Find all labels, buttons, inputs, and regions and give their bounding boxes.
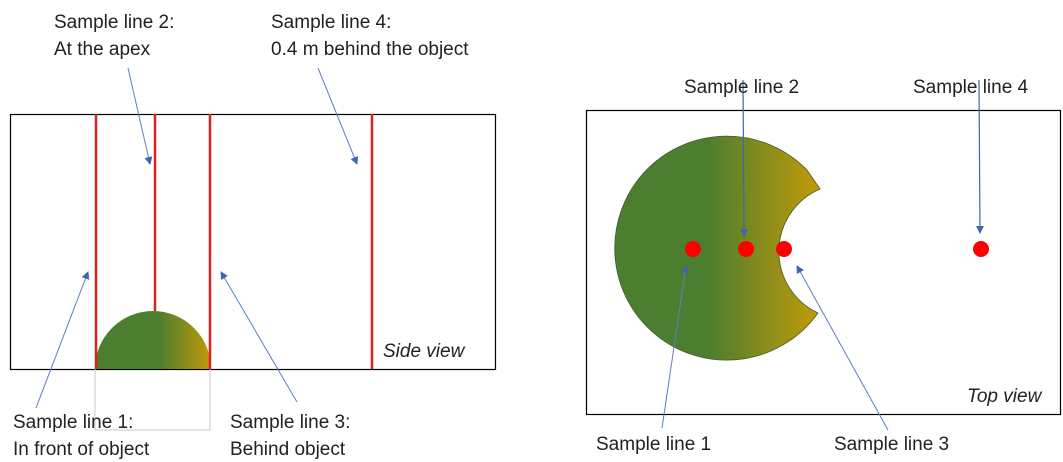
side-label-line-4-title: Sample line 4: (271, 12, 392, 33)
top-sample-point-4 (973, 241, 989, 257)
top-sample-point-1 (685, 241, 701, 257)
side-label-line-4-desc: 0.4 m behind the object (271, 39, 469, 60)
side-label-line-2-title: Sample line 2: (54, 12, 175, 33)
side-label-line-3-title: Sample line 3: (230, 412, 351, 433)
top-object-c-shape (614, 135, 821, 361)
side-view-label: Side view (383, 341, 465, 362)
side-arrow-line-3 (220, 271, 298, 403)
side-label-line-1-desc: In front of object (13, 439, 150, 460)
side-label-line-1-title: Sample line 1: (13, 412, 134, 433)
top-label-line-3: Sample line 3 (834, 434, 950, 455)
side-arrow-line-4 (317, 67, 359, 165)
top-label-line-4: Sample line 4 (913, 77, 1029, 98)
top-view-frame (585, 109, 1062, 416)
top-arrow-line-4 (975, 79, 984, 234)
top-sample-point-3 (776, 241, 792, 257)
top-sample-point-2 (738, 241, 754, 257)
side-label-line-2-desc: At the apex (54, 39, 151, 60)
side-object-dome (95, 311, 211, 369)
top-label-line-2: Sample line 2 (684, 77, 800, 98)
side-label-line-3-desc: Behind object (230, 439, 346, 460)
top-arrow-line-2 (739, 79, 748, 237)
top-arrow-line-3 (796, 265, 889, 431)
side-arrow-line-1 (35, 271, 90, 409)
side-arrow-line-2 (127, 67, 153, 165)
top-label-line-1: Sample line 1 (596, 434, 712, 455)
top-view-label: Top view (967, 386, 1042, 407)
side-view-frame (9, 113, 497, 371)
top-arrow-line-1 (661, 265, 689, 429)
